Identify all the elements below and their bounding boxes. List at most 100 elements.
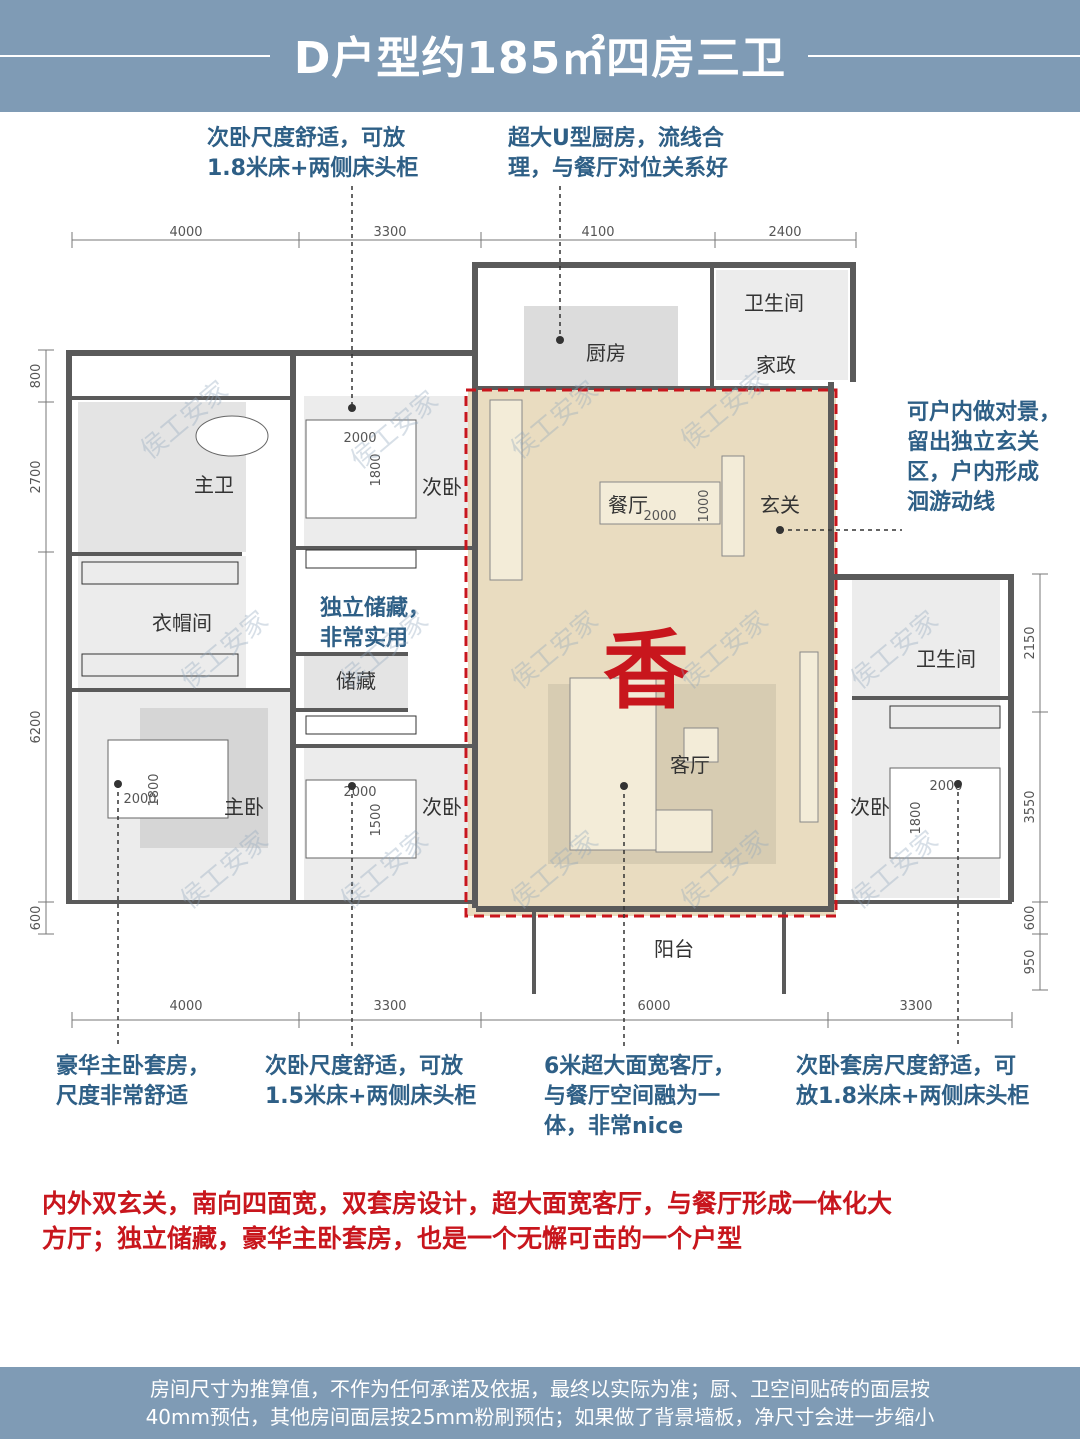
label-balcony: 阳台 — [654, 937, 694, 961]
label-cloakroom: 衣帽间 — [152, 611, 212, 635]
label-bathroom-top: 卫生间 — [744, 291, 804, 315]
sofa — [569, 677, 657, 851]
footer-disclaimer: 房间尺寸为推算值，不作为任何承诺及依据，最终以实际为准；厨、卫空间贴砖的面层按 … — [0, 1375, 1080, 1431]
callout-line: 豪华主卧套房， — [56, 1054, 211, 1079]
dim-bottom-3: 6000 — [637, 999, 670, 1014]
label-foyer: 玄关 — [760, 493, 800, 517]
callout-living: 6米超大面宽客厅， 与餐厅空间融为一 体，非常nice — [544, 1052, 735, 1142]
dim-left-3: 6200 — [29, 710, 44, 743]
callout-bedroom-right: 次卧套房尺度舒适，可 放1.8米床+两侧床头柜 — [796, 1052, 1029, 1112]
foyer-cabinet — [721, 455, 745, 557]
bed-right-length: 1800 — [909, 801, 924, 834]
callout-storage: 独立储藏， 非常实用 — [320, 594, 430, 654]
label-dining: 餐厅 — [608, 493, 648, 517]
wardrobes — [81, 549, 1001, 735]
bed-top-length: 1800 — [369, 453, 384, 486]
dining-table-width: 2000 — [643, 509, 676, 524]
bed-master-length: 1800 — [147, 773, 162, 806]
dim-right-4: 950 — [1023, 950, 1038, 975]
walls — [66, 262, 1014, 994]
label-bedroom-right: 次卧 — [850, 795, 890, 819]
highlight-stamp: 香 — [603, 621, 689, 721]
callout-bedroom-top: 次卧尺度舒适，可放 1.8米床+两侧床头柜 — [207, 124, 418, 184]
dim-right-2: 3550 — [1023, 790, 1038, 823]
callout-line: 洄游动线 — [907, 490, 996, 515]
callout-line: 次卧尺度舒适，可放 — [207, 126, 406, 151]
dimension-top — [71, 232, 857, 248]
callout-line: 次卧套房尺度舒适，可 — [796, 1054, 1017, 1079]
dimension-left — [38, 349, 54, 935]
callout-line: 留出独立玄关 — [907, 430, 1040, 455]
summary-line: 方厅；独立储藏，豪华主卧套房，也是一个无懈可击的一个户型 — [42, 1224, 743, 1253]
callout-line: 放1.8米床+两侧床头柜 — [796, 1084, 1030, 1109]
bed-mid-length: 1500 — [369, 803, 384, 836]
balcony-area — [535, 918, 783, 992]
tv-cabinet — [799, 651, 819, 823]
callout-kitchen: 超大U型厨房，流线合 理，与餐厅对位关系好 — [508, 124, 728, 184]
label-bathroom-right: 卫生间 — [916, 647, 976, 671]
footer-line: 房间尺寸为推算值，不作为任何承诺及依据，最终以实际为准；厨、卫空间贴砖的面层按 — [150, 1377, 930, 1401]
leader-lines — [117, 186, 959, 1046]
label-master-bedroom: 主卧 — [224, 795, 264, 819]
callout-bedroom-mid: 次卧尺度舒适，可放 1.5米床+两侧床头柜 — [265, 1052, 476, 1112]
footer-line: 40mm预估，其他房间面层按25mm粉刷预估；如果做了背景墙板，净尺寸会进一步缩… — [145, 1405, 935, 1429]
bathtub — [195, 415, 269, 457]
callout-line: 与餐厅空间融为一 — [544, 1084, 721, 1109]
callout-line: 理，与餐厅对位关系好 — [508, 156, 729, 181]
title-bar: D户型约185㎡四房三卫 — [0, 0, 1080, 112]
label-master-bath: 主卫 — [194, 473, 234, 497]
callout-line: 体，非常nice — [544, 1114, 684, 1139]
leader-dots — [114, 336, 962, 790]
kitchen-island — [524, 306, 678, 388]
bed-master-width: 2000 — [123, 792, 156, 807]
side-table — [683, 727, 719, 763]
dim-top-1: 4000 — [169, 225, 202, 240]
callout-foyer: 可户内做对景， 留出独立玄关 区，户内形成 洄游动线 — [907, 398, 1061, 518]
page-title: D户型约185㎡四房三卫 — [293, 33, 787, 84]
label-storage: 储藏 — [336, 669, 376, 693]
callout-line: 6米超大面宽客厅， — [544, 1054, 736, 1079]
dim-left-2: 2700 — [29, 460, 44, 493]
dim-bottom-4: 3300 — [899, 999, 932, 1014]
bed-top-width: 2000 — [343, 431, 376, 446]
callout-line: 独立储藏， — [320, 596, 431, 621]
dim-right-3: 600 — [1023, 906, 1038, 931]
callout-line: 可户内做对景， — [907, 400, 1062, 425]
summary-text: 内外双玄关，南向四面宽，双套房设计，超大面宽客厅，与餐厅形成一体化大 方厅；独立… — [42, 1186, 1042, 1256]
dim-left-4: 600 — [29, 906, 44, 931]
dimension-right — [1032, 573, 1048, 991]
callout-master-bedroom: 豪华主卧套房， 尺度非常舒适 — [56, 1052, 210, 1112]
label-kitchen: 厨房 — [586, 341, 626, 365]
title-rule-left — [0, 55, 270, 57]
dining-table-depth: 1000 — [697, 489, 712, 522]
label-bedroom-mid: 次卧 — [422, 795, 462, 819]
floor-plan: 4000 3300 4100 2400 4000 3300 6000 3300 … — [29, 186, 1048, 1046]
cloakroom-area — [78, 556, 246, 688]
callout-line: 区，户内形成 — [907, 460, 1040, 485]
label-housekeeping: 家政 — [756, 353, 796, 377]
footer-bar: 房间尺寸为推算值，不作为任何承诺及依据，最终以实际为准；厨、卫空间贴砖的面层按 … — [0, 1367, 1080, 1439]
bathroom-top-area — [716, 270, 848, 380]
summary-line: 内外双玄关，南向四面宽，双套房设计，超大面宽客厅，与餐厅形成一体化大 — [42, 1189, 893, 1218]
dim-top-3: 4100 — [581, 225, 614, 240]
callout-line: 非常实用 — [320, 626, 409, 651]
highlight-frame — [464, 388, 838, 918]
dim-top-4: 2400 — [768, 225, 801, 240]
sofa-chaise — [655, 809, 713, 853]
dim-bottom-1: 4000 — [169, 999, 202, 1014]
dim-bottom-2: 3300 — [373, 999, 406, 1014]
storage-area — [304, 656, 408, 708]
dimension-bottom — [71, 1012, 1013, 1028]
title-rule-right — [808, 55, 1080, 57]
dining-table — [599, 481, 721, 525]
label-bedroom-top: 次卧 — [422, 475, 462, 499]
beds — [107, 419, 1001, 859]
callout-line: 超大U型厨房，流线合 — [508, 126, 724, 151]
callout-line: 1.8米床+两侧床头柜 — [207, 156, 419, 181]
callout-line: 尺度非常舒适 — [56, 1084, 189, 1109]
dim-top-2: 3300 — [373, 225, 406, 240]
callout-line: 1.5米床+两侧床头柜 — [265, 1084, 477, 1109]
dining-cabinet — [489, 399, 523, 581]
dim-left-1: 800 — [29, 364, 44, 389]
label-living: 客厅 — [670, 753, 710, 777]
